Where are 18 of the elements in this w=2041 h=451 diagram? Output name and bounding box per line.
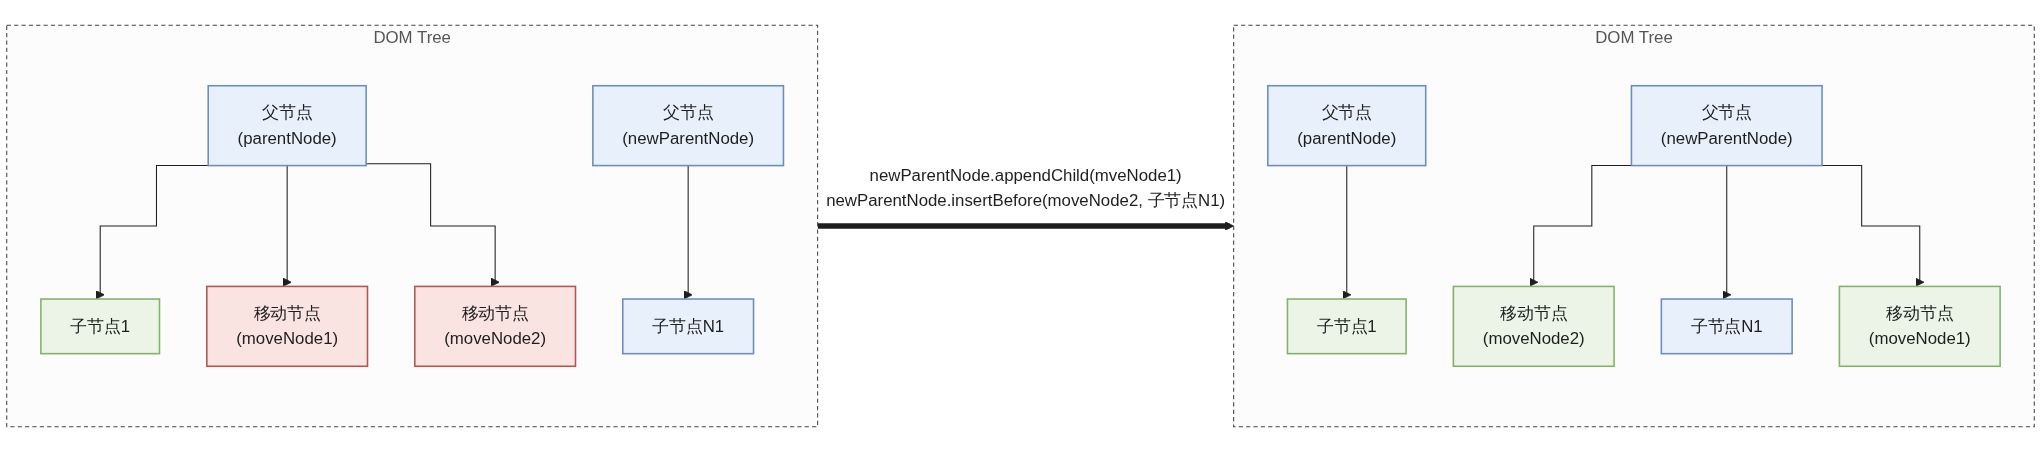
node-box: 父节点 (parentNode) [207,84,367,166]
node-box: 子节点N1 [622,297,755,354]
node-box: 移动节点 (moveNode1) [1838,285,2001,367]
node-box: 子节点1 [40,297,161,354]
node-box: 父节点 (newParentNode) [592,84,785,166]
node-box: 子节点1 [1286,297,1407,354]
node-box: 移动节点 (moveNode2) [1452,285,1615,367]
node-box: 移动节点 (moveNode1) [206,285,369,367]
arrow [282,164,292,287]
node-box: 移动节点 (moveNode2) [414,285,577,367]
arrow [365,162,500,287]
edge-label: newParentNode.appendChild(mveNode1) newParentNode.insertBefore(moveNode2, 子节点N1) [826,165,1226,209]
node-box: 父节点 (parentNode) [1267,84,1427,166]
arrow [1722,164,1732,299]
arrow [683,164,693,299]
arrow [1342,164,1352,299]
node-box: 父节点 (newParentNode) [1630,84,1823,166]
node-box: 子节点N1 [1660,297,1793,354]
